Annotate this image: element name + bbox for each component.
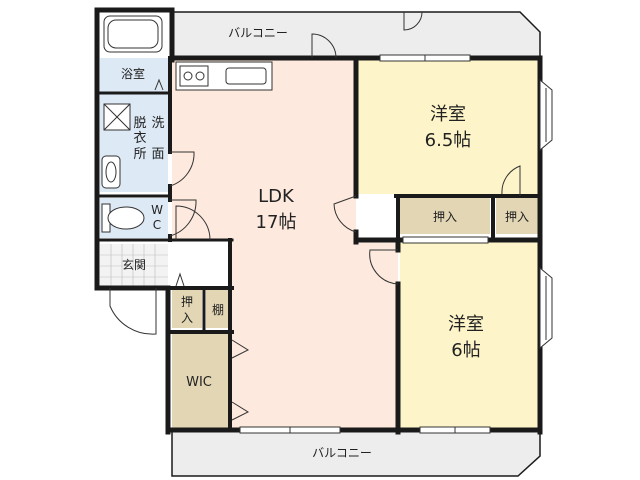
door-entrance xyxy=(109,288,157,335)
door-wc xyxy=(169,199,197,237)
entry-closet-label-1: 押 xyxy=(181,295,193,309)
balcony-top-label: バルコニー xyxy=(228,26,288,40)
bath-label: 浴室 xyxy=(121,66,145,81)
balcony-top-rail xyxy=(171,11,541,59)
doors xyxy=(109,11,521,421)
door-balcony-top xyxy=(311,33,337,59)
entrance-floor xyxy=(100,244,168,286)
room1-name-label: 洋室 xyxy=(430,104,466,125)
door-room1-closet-side xyxy=(501,165,521,196)
kitchen-sink xyxy=(225,67,267,85)
room1-floor xyxy=(358,60,538,194)
entrance-tiles xyxy=(100,244,168,286)
balcony-top-floor xyxy=(172,12,540,58)
door-wash xyxy=(169,151,195,187)
ldk-floor xyxy=(172,58,398,428)
window-room1-closet xyxy=(402,236,489,244)
balcony-bottom-label: バルコニー xyxy=(312,446,372,460)
outer-wall-north-wet xyxy=(94,7,175,63)
labels: バルコニー バルコニー 浴室 洗 面 脱 衣 所 W C 玄関 押 入 棚 WI… xyxy=(121,26,529,460)
room2-size-label: 6帖 xyxy=(451,340,480,361)
fixtures xyxy=(101,15,273,287)
room1-size-label: 6.5帖 xyxy=(425,130,472,151)
room1-closet-a-label: 押入 xyxy=(433,210,457,224)
walls xyxy=(94,7,543,477)
wc-label-1: W xyxy=(151,203,163,217)
windows xyxy=(239,54,553,434)
wash-label-3: 脱 xyxy=(133,116,146,131)
door-wic-upper xyxy=(231,339,250,359)
room1-closet-b-label: 押入 xyxy=(505,210,529,224)
shelf-label: 棚 xyxy=(212,302,224,317)
outer-wall-west xyxy=(94,7,171,291)
ldk-name-label: LDK xyxy=(258,186,295,207)
toilet-bowl xyxy=(107,206,145,230)
kitchen-stove xyxy=(179,65,209,87)
door-balcony-top-right xyxy=(403,11,423,31)
wash-label-2: 面 xyxy=(151,147,164,162)
ldk-size-label: 17帖 xyxy=(256,212,297,233)
door-room1 xyxy=(333,195,357,233)
door-ldk-entry xyxy=(175,205,211,241)
wash-label-4: 衣 xyxy=(133,130,146,146)
room1-closet-a-floor xyxy=(400,198,490,234)
entrance-label: 玄関 xyxy=(122,257,146,272)
room2-name-label: 洋室 xyxy=(448,314,484,335)
wic-label: WIC xyxy=(186,375,212,390)
door-wic-lower xyxy=(231,401,250,421)
balcony-bottom-floor xyxy=(172,432,540,476)
door-room2 xyxy=(369,249,399,285)
room1-closet-b-floor xyxy=(496,198,538,234)
room2-floor xyxy=(400,240,538,428)
wic-floor xyxy=(172,334,230,428)
entry-closet-label-2: 入 xyxy=(181,311,193,325)
wash-label-1: 洗 xyxy=(151,116,164,131)
entry-closet-floor xyxy=(172,290,202,328)
shelf-floor xyxy=(206,290,230,328)
wash-label-5: 所 xyxy=(133,147,146,162)
balcony-bottom-rail xyxy=(171,429,541,477)
wc-label-2: C xyxy=(153,218,161,232)
